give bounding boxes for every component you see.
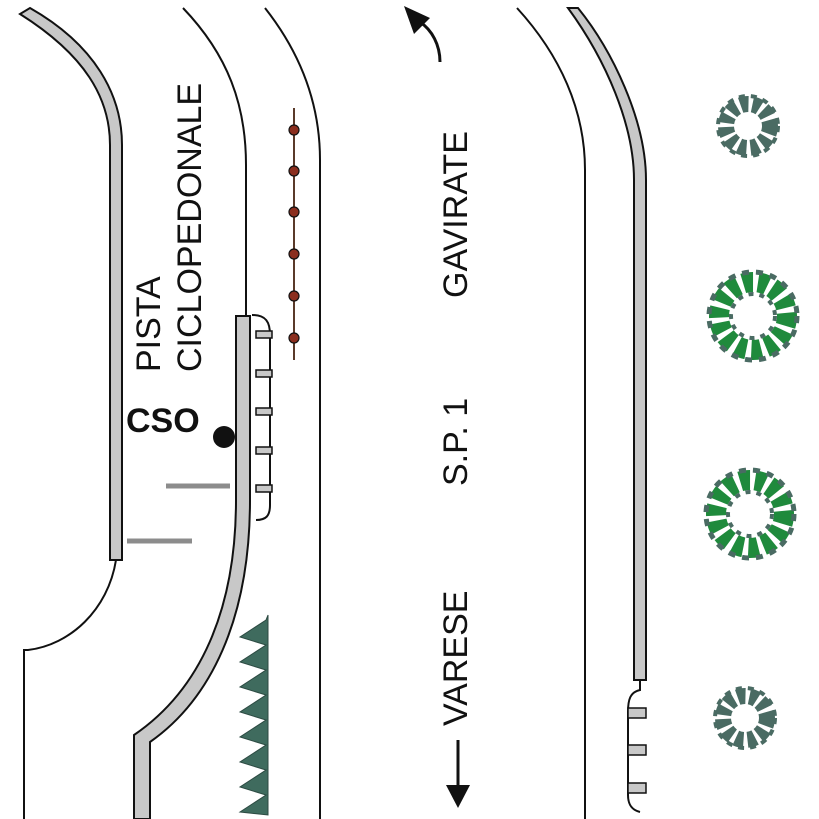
tree-icon [716, 94, 780, 158]
bollards [288, 124, 300, 344]
marker-r1 [627, 707, 647, 719]
tree-icon [713, 686, 777, 750]
right-markers [627, 707, 647, 794]
direction-north-label: GAVIRATE [437, 131, 475, 298]
bollard-icon [288, 248, 300, 260]
marker-3 [255, 407, 273, 416]
bracket [251, 314, 271, 521]
path-label-line2: CICLOPEDONALE [171, 83, 209, 372]
right-road-edge [516, 7, 586, 819]
arrow-down-icon [446, 740, 470, 808]
bollard-icon [288, 165, 300, 177]
path-boundary-left [182, 7, 247, 315]
left-road-edge [23, 559, 117, 819]
middle-curb [133, 315, 251, 819]
bollard-icon [288, 124, 300, 136]
hedge [238, 614, 269, 816]
right-curb [566, 7, 647, 681]
path-label-line1: PISTA [130, 276, 168, 372]
bracket-markers [255, 330, 273, 493]
tree-icon [706, 269, 800, 363]
direction-south-label: VARESE [437, 591, 475, 726]
bollard-icon [288, 206, 300, 218]
marker-4 [255, 446, 273, 455]
marker-1 [255, 330, 273, 339]
marker-r2 [627, 744, 647, 756]
bollard-icon [288, 332, 300, 344]
cso-label: CSO [126, 402, 200, 440]
cso-point-icon [213, 426, 235, 448]
bollard-icon [288, 290, 300, 302]
tree-icon [703, 467, 797, 561]
road-name-label: S.P. 1 [437, 398, 475, 486]
marker-r3 [627, 782, 647, 794]
marker-2 [255, 369, 273, 378]
path-boundary-right [264, 7, 321, 819]
left-curb [18, 6, 123, 561]
curved-arrow-up-icon [404, 6, 442, 63]
marker-5 [255, 484, 273, 493]
